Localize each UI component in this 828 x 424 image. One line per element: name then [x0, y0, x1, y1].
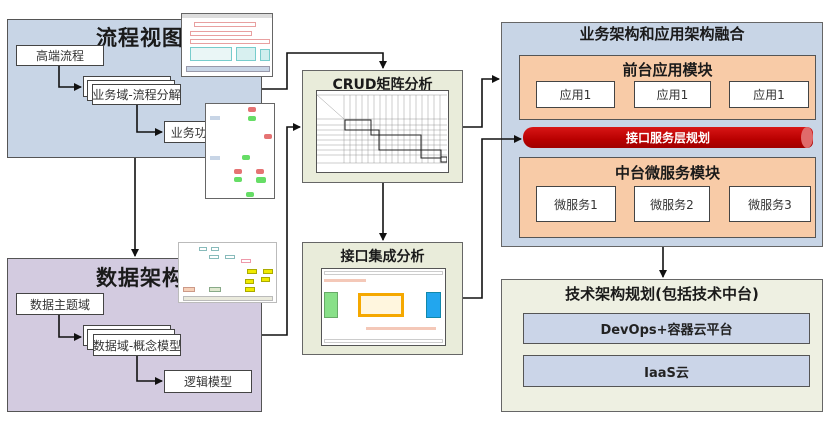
diagram-right-system — [426, 292, 441, 318]
iaas-cloud-layer: IaaS云 — [523, 355, 810, 387]
epc-event — [234, 169, 242, 174]
epc-function — [248, 116, 256, 121]
data-architecture-title: 数据架构 — [96, 266, 184, 290]
interface-service-layer-pipe: 接口服务层规划 — [523, 127, 813, 148]
data-step-logical-model: 逻辑模型 — [164, 370, 252, 393]
microservice-item: 微服务2 — [634, 186, 710, 222]
front-app-item: 应用1 — [536, 81, 615, 108]
entity — [209, 255, 219, 259]
process-map-thumbnail — [181, 13, 273, 77]
interface-integration-diagram — [321, 268, 446, 346]
epc-event — [256, 169, 264, 174]
epc-function — [242, 155, 250, 160]
entity-highlight — [245, 279, 254, 284]
data-step-conceptual-model: 数据域-概念模型 — [93, 334, 181, 356]
entity — [241, 259, 251, 263]
thumbnail-block — [190, 47, 232, 61]
entity — [209, 287, 221, 292]
thumbnail-row — [194, 22, 256, 27]
tech-architecture-panel — [501, 279, 823, 412]
crud-matrix-analysis-box: CRUD矩阵分析 — [302, 70, 463, 183]
diagram-left-system — [324, 292, 338, 318]
entity — [225, 255, 235, 259]
entity — [211, 247, 219, 251]
diagram-core-block — [358, 293, 404, 317]
tech-architecture-title: 技术架构规划(包括技术中台) — [565, 285, 759, 303]
epc-connector — [210, 156, 220, 160]
arrow-crud-to-fusion — [463, 75, 500, 128]
epc-event — [248, 107, 256, 112]
microservice-item: 微服务3 — [729, 186, 811, 222]
flow-view-title: 流程视图 — [96, 26, 184, 50]
entity-highlight — [263, 269, 273, 274]
thumbnail-block — [236, 47, 256, 61]
thumbnail-row — [190, 31, 252, 36]
thumbnail-block — [260, 49, 270, 61]
entity-highlight — [261, 277, 270, 282]
entity — [183, 287, 195, 292]
diagram-header-row — [324, 271, 443, 275]
diagram-band — [324, 279, 366, 282]
thumbnail-footer — [186, 66, 270, 72]
crud-matrix-grid — [316, 94, 448, 164]
epc-event — [264, 134, 272, 139]
middle-microservice-module-title: 中台微服务模块 — [614, 164, 720, 182]
interface-integration-title: 接口集成分析 — [340, 249, 425, 265]
crud-matrix-table — [316, 90, 449, 173]
epc-function — [256, 177, 266, 183]
interface-integration-box: 接口集成分析 — [302, 242, 463, 355]
diagram-footer-row — [324, 339, 443, 343]
interface-service-layer-label: 接口服务层规划 — [625, 131, 710, 145]
devops-container-platform-layer: DevOps+容器云平台 — [523, 313, 810, 344]
front-app-module-title: 前台应用模块 — [622, 61, 713, 79]
pipe-end-cap — [801, 127, 813, 148]
thumbnail-row — [190, 39, 270, 44]
front-app-item: 应用1 — [729, 81, 809, 108]
fusion-title: 业务架构和应用架构融合 — [579, 25, 745, 43]
front-app-item: 应用1 — [634, 81, 711, 108]
flow-step-high-level-process: 高端流程 — [16, 45, 104, 66]
entity-row — [183, 296, 273, 301]
diagram-band — [366, 327, 436, 330]
data-step-subject-area: 数据主题域 — [16, 293, 104, 315]
epc-function — [234, 177, 242, 182]
thumbnail-header — [182, 14, 272, 18]
epc-connector — [210, 116, 220, 120]
microservice-item: 微服务1 — [536, 186, 616, 222]
data-model-thumbnail — [178, 242, 277, 303]
entity-highlight — [247, 269, 257, 274]
entity — [199, 247, 207, 251]
entity-highlight — [245, 287, 255, 292]
epc-function — [246, 192, 254, 197]
flow-step-domain-decomposition: 业务域-流程分解 — [92, 84, 181, 105]
epc-diagram-thumbnail — [205, 103, 275, 199]
